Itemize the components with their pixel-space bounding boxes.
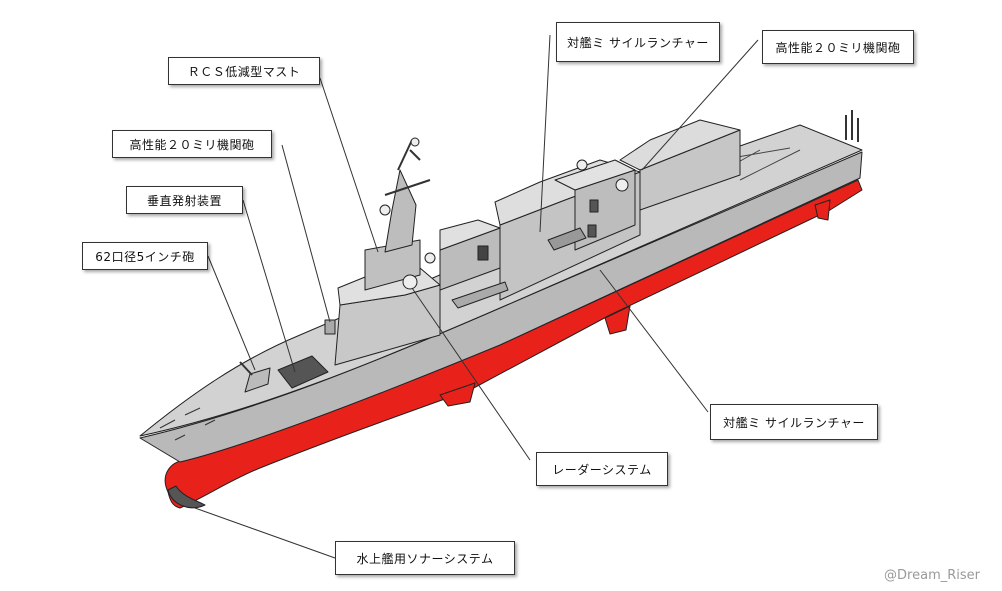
mast-yard (384, 139, 431, 196)
label-rcs-mast: ＲＣＳ低減型マスト (168, 57, 320, 85)
label-ssm-right: 対艦ミ サイルランチャー (710, 404, 878, 440)
mast-radome (410, 137, 420, 147)
bridge-radome (379, 204, 391, 216)
stern-antennas (845, 110, 859, 142)
leader-vls (242, 199, 296, 373)
leader-rcs-mast (319, 77, 379, 253)
gun-barrel (239, 361, 253, 376)
fwd-ciws-dome (424, 252, 436, 264)
deck-fittings (159, 407, 216, 441)
aft-vents-2 (587, 224, 597, 238)
funnel-vents (477, 245, 489, 261)
ssm-launchers (547, 227, 587, 251)
leader-ciws-rear (641, 39, 759, 171)
label-gun: 62口径5インチ砲 (82, 242, 208, 270)
keel-fin (604, 305, 631, 335)
leader-gun (207, 255, 256, 371)
work-boat (451, 281, 509, 309)
credit-watermark: @Dream_Riser (884, 568, 980, 583)
funnel-top (439, 219, 501, 251)
keel-fin-2 (439, 382, 476, 407)
label-ssm-top: 対艦ミ サイルランチャー (556, 22, 720, 62)
label-ciws-front: 高性能２０ミリ機関砲 (112, 130, 272, 158)
leader-lines (194, 34, 759, 559)
aft-ciws (615, 178, 629, 192)
ship (139, 110, 863, 509)
hangar-top (619, 119, 741, 171)
label-radar: レーダーシステム (536, 452, 668, 486)
aft-radome (576, 159, 588, 171)
vls-cells (277, 355, 329, 389)
label-vls: 垂直発射装置 (126, 186, 243, 214)
stern-fin (814, 199, 831, 221)
label-ciws-rear: 高性能２０ミリ機関砲 (762, 30, 914, 64)
label-sonar: 水上艦用ソナーシステム (335, 541, 515, 575)
leader-ssm-right (599, 269, 709, 413)
leader-sonar (194, 507, 336, 559)
fwd-ciws (324, 319, 336, 335)
leader-radar (411, 287, 531, 461)
sonar-dome (167, 485, 206, 509)
leader-ssm-top (539, 34, 551, 233)
leader-ciws-front (281, 144, 331, 323)
aft-tower-top (554, 159, 636, 191)
hull-side (139, 151, 863, 463)
aft-vents (589, 199, 599, 213)
radar-array (402, 274, 418, 290)
